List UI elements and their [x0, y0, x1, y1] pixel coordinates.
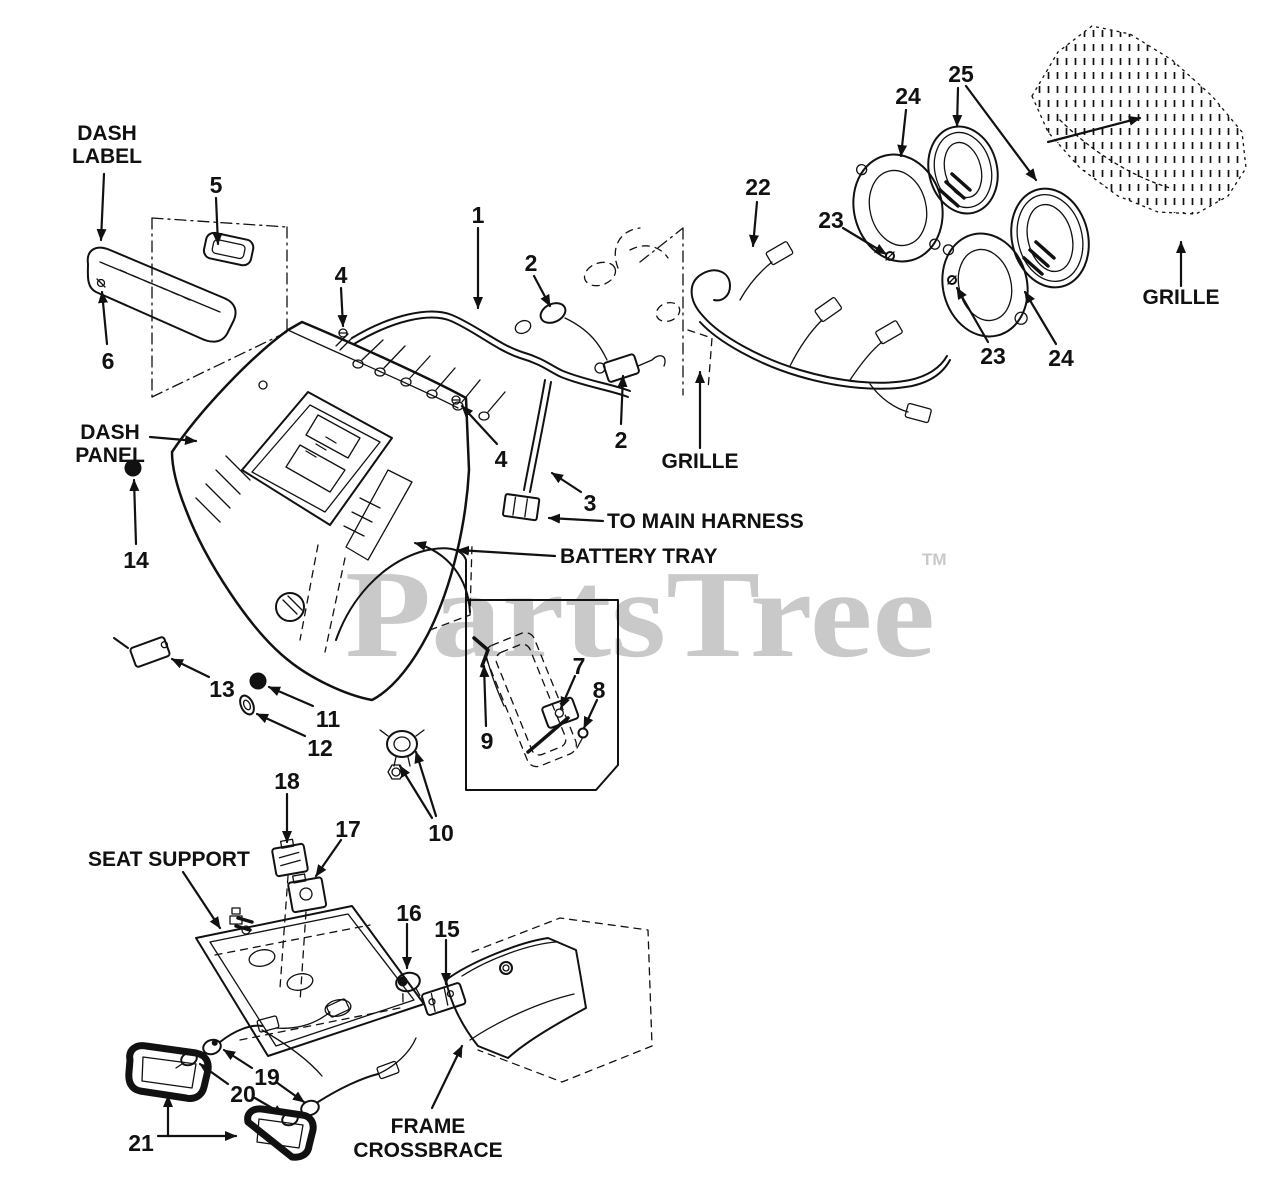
label-dash-panel-line1: DASH — [80, 421, 140, 444]
label-dash-label-line1: DASH — [77, 122, 137, 145]
label-dash-panel-line2: PANEL — [75, 444, 145, 467]
callout-10[interactable]: 10 — [428, 820, 454, 846]
watermark-text: PartsTree — [345, 546, 935, 684]
part-labels: DASH LABEL DASH PANEL GRILLE GRILLE TO M… — [72, 122, 1220, 1162]
callout-18[interactable]: 18 — [274, 768, 300, 794]
label-grille-right: GRILLE — [1143, 286, 1220, 309]
dash-label-assembly — [86, 217, 288, 398]
callout-5[interactable]: 5 — [210, 172, 223, 198]
callout-14[interactable]: 14 — [123, 547, 149, 573]
callout-22[interactable]: 22 — [745, 174, 771, 200]
callout-7[interactable]: 7 — [573, 653, 586, 679]
watermark-tm: TM — [922, 550, 947, 569]
callout-23a[interactable]: 23 — [818, 207, 844, 233]
lamp-assembly — [125, 998, 417, 1161]
battery-tray-inset — [465, 599, 619, 791]
callout-24a[interactable]: 24 — [895, 83, 921, 109]
callout-2a[interactable]: 2 — [525, 250, 538, 276]
callout-19[interactable]: 19 — [254, 1064, 280, 1090]
label-frame-crossbrace-line2: CROSSBRACE — [353, 1139, 502, 1162]
dash-panel — [113, 320, 473, 780]
headlamp-assembly — [690, 25, 1247, 424]
callout-15[interactable]: 15 — [434, 916, 460, 942]
main-harness — [335, 227, 713, 522]
label-frame-crossbrace-line1: FRAME — [391, 1115, 466, 1138]
callout-13[interactable]: 13 — [209, 676, 235, 702]
callout-8[interactable]: 8 — [593, 677, 606, 703]
watermark: PartsTree TM — [345, 546, 947, 684]
callout-16[interactable]: 16 — [396, 900, 422, 926]
callout-21[interactable]: 21 — [128, 1130, 154, 1156]
callout-4b[interactable]: 4 — [495, 446, 508, 472]
callout-1[interactable]: 1 — [472, 202, 485, 228]
callout-numbers: 1 2 2 3 4 4 5 6 7 8 9 10 11 12 13 14 15 … — [102, 61, 1074, 1156]
callout-17[interactable]: 17 — [335, 816, 361, 842]
callout-9[interactable]: 9 — [481, 728, 494, 754]
frame-crossbrace-assembly — [395, 917, 653, 1083]
callout-4a[interactable]: 4 — [335, 262, 348, 288]
label-grille-center: GRILLE — [662, 450, 739, 473]
callout-6[interactable]: 6 — [102, 348, 115, 374]
callout-23b[interactable]: 23 — [980, 343, 1006, 369]
label-to-main-harness: TO MAIN HARNESS — [607, 510, 804, 533]
callout-25[interactable]: 25 — [948, 61, 974, 87]
label-battery-tray: BATTERY TRAY — [560, 545, 718, 568]
callout-2b[interactable]: 2 — [615, 427, 628, 453]
callout-3[interactable]: 3 — [584, 490, 597, 516]
callout-24b[interactable]: 24 — [1048, 345, 1074, 371]
callout-20[interactable]: 20 — [230, 1081, 256, 1107]
callout-11[interactable]: 11 — [316, 706, 341, 732]
label-seat-support: SEAT SUPPORT — [88, 848, 250, 871]
label-dash-label-line2: LABEL — [72, 145, 142, 168]
callout-12[interactable]: 12 — [307, 735, 333, 761]
leader-lines — [96, 84, 1186, 1141]
